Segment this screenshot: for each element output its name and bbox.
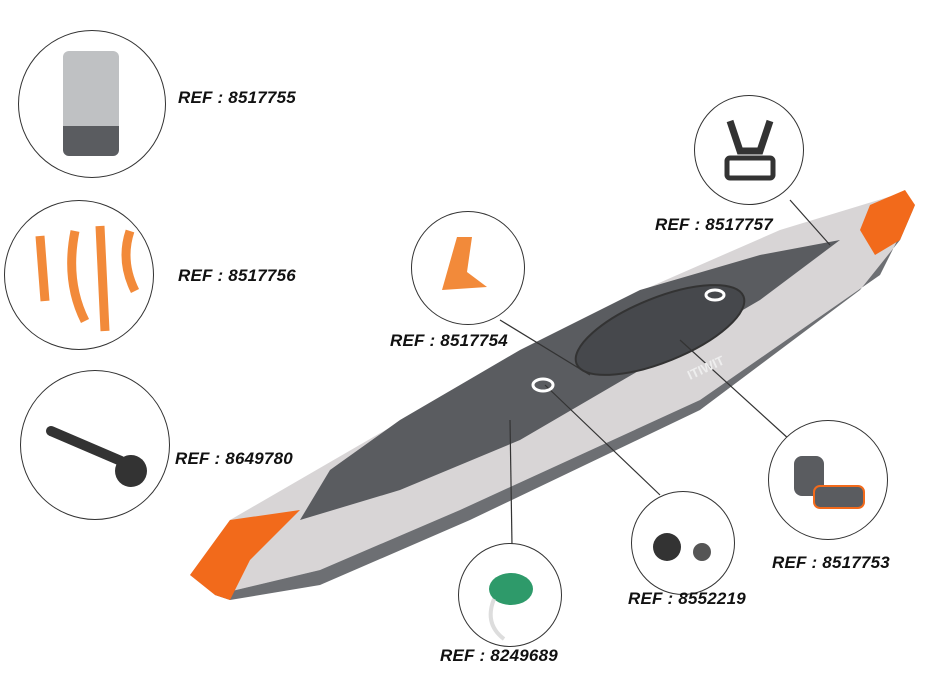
ref-label-seat: REF : 8517753 [772,553,890,572]
kayak-bow-orange [860,190,915,255]
ref-label-transport-bag: REF : 8517755 [178,88,296,107]
kayak-cockpit [574,284,746,376]
part-circle-transport-bag[interactable] [18,30,166,178]
deck-rings [531,288,726,393]
kayak-stern-orange [190,510,300,600]
ref-label-valve: REF : 8552219 [628,589,746,608]
part-circle-seat[interactable] [768,420,888,540]
cord-spool-icon [488,573,533,641]
ref-label-valve-wrench: REF : 8649780 [175,449,293,468]
ref-label-buckle: REF : 8517757 [655,215,773,234]
buckle-icon [724,119,776,181]
part-circle-buckle[interactable] [694,95,804,205]
wrench-icon [46,426,147,487]
ref-label-straps: REF : 8517756 [178,266,296,285]
ref-label-bungee-cord: REF : 8249689 [440,646,558,665]
kayak-deck [300,240,840,520]
strap-icon [35,225,140,332]
part-circle-valve-wrench[interactable] [20,370,170,520]
valve-icon [653,533,711,561]
part-circle-fin[interactable] [411,211,525,325]
part-circle-valve[interactable] [631,491,735,595]
leader-lines [499,199,831,546]
fin-icon [442,237,487,290]
ref-label-fin: REF : 8517754 [390,331,508,350]
part-circle-bungee-cord[interactable] [458,543,562,647]
bag-icon [63,51,119,156]
part-circle-straps[interactable] [4,200,154,350]
seat-icon [794,456,865,509]
